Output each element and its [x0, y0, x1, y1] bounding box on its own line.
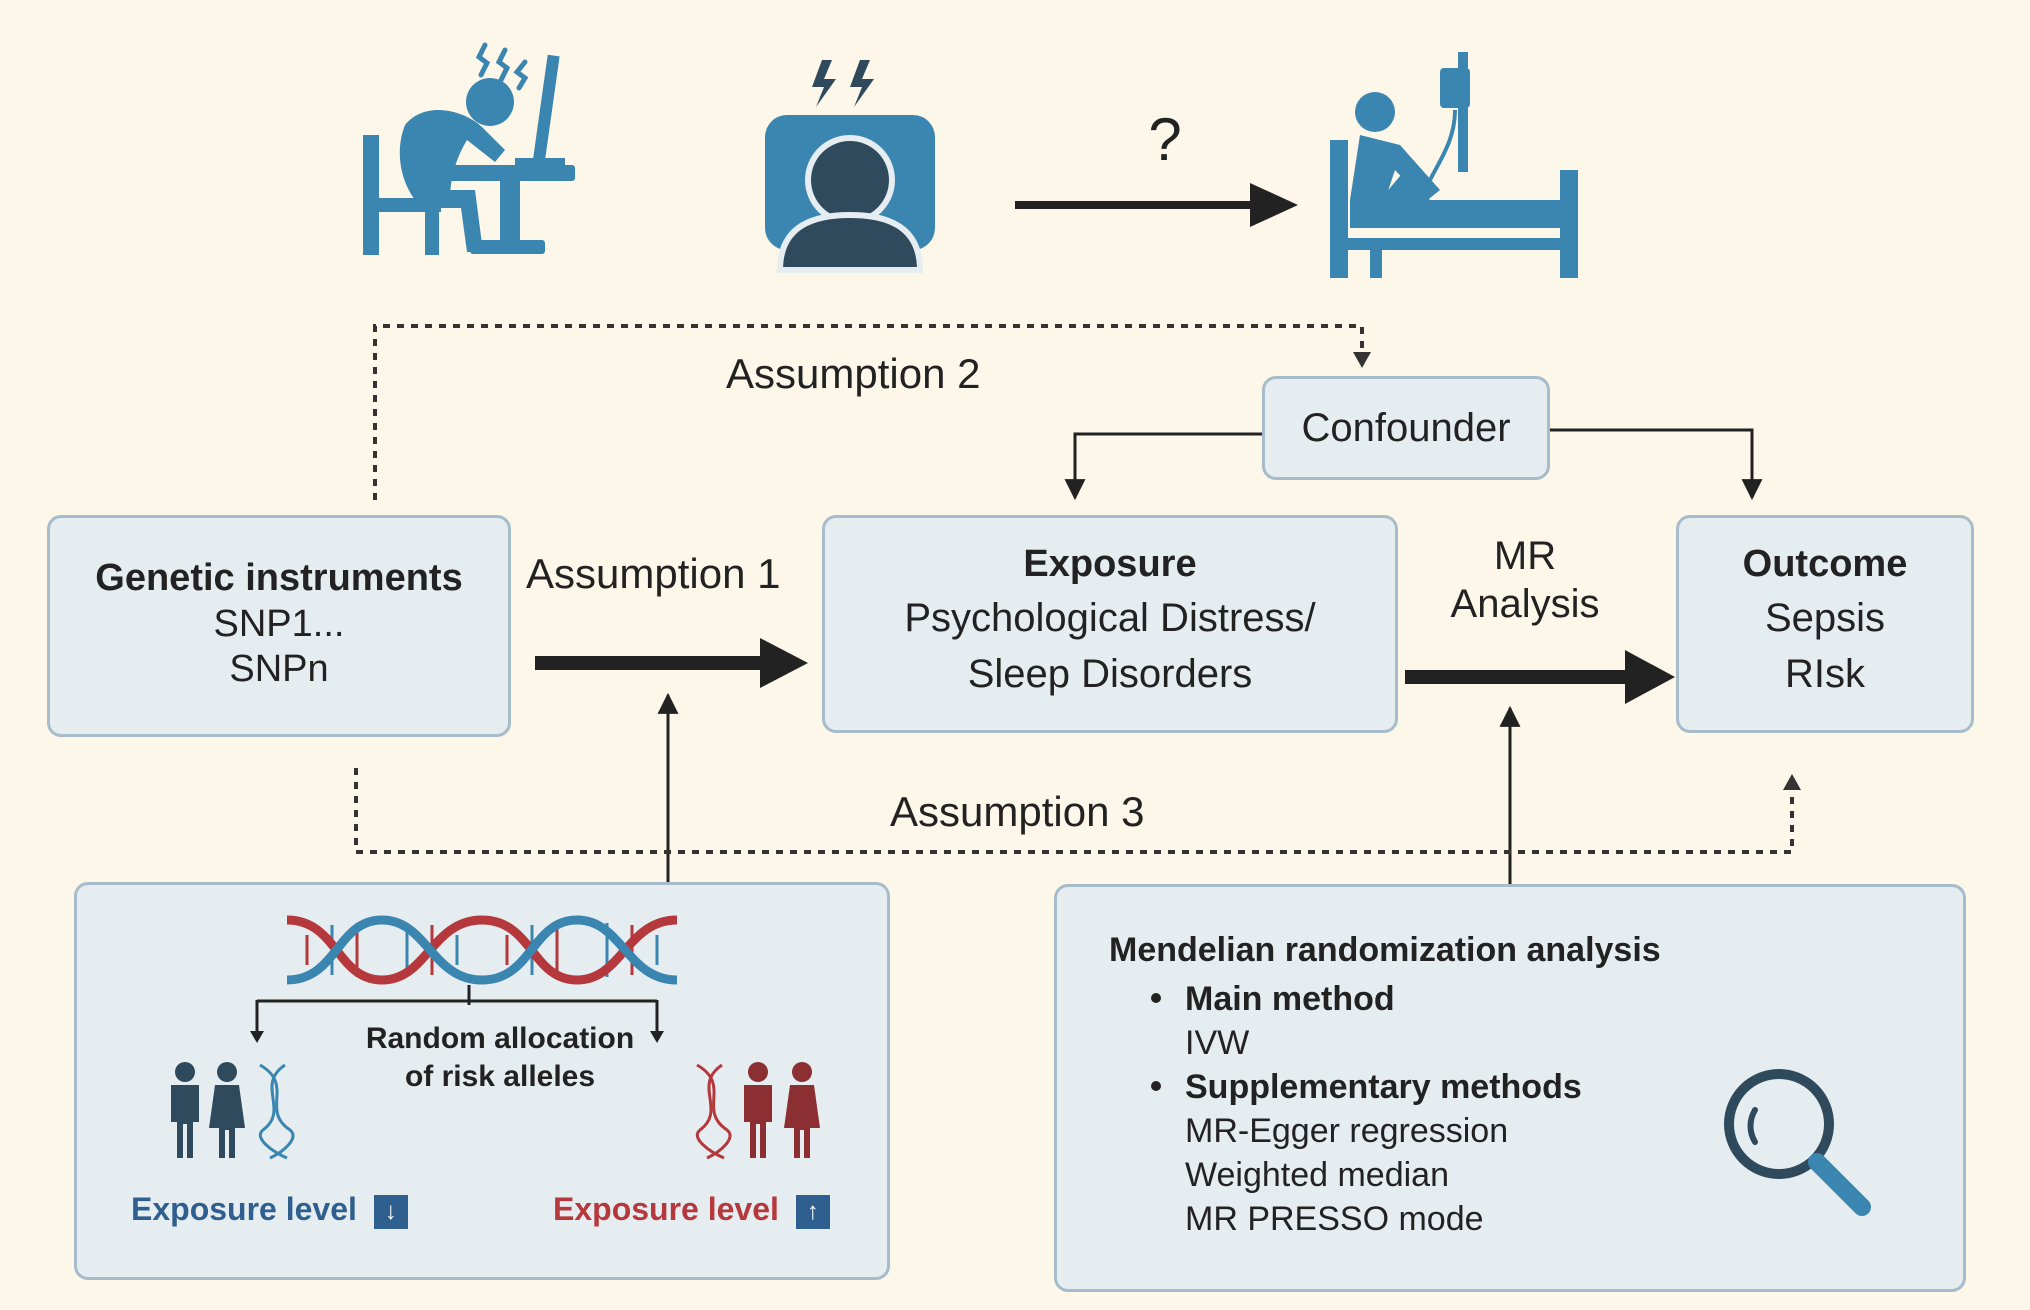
- supp-method-item-1: MR-Egger regression: [1185, 1112, 1509, 1150]
- assumption3-label: Assumption 3: [890, 788, 1145, 835]
- supp-method-heading-row: Supplementary methods: [1109, 1065, 1582, 1109]
- mr-analysis-line-1: MR: [1493, 534, 1557, 578]
- main-method-heading-row: Main method: [1109, 977, 1582, 1021]
- assumption1-label: Assumption 1: [526, 550, 781, 597]
- family-high-icon: [696, 1062, 820, 1160]
- outcome-line-1: Sepsis: [1764, 595, 1886, 640]
- assumption3-dotted-path: [354, 768, 1794, 854]
- exposure-title: Exposure: [1023, 543, 1197, 585]
- low-exposure-arrow-badge: ↓: [373, 1194, 408, 1229]
- high-exposure-label: Exposure level ↑: [553, 1191, 830, 1229]
- allocation-bracket: [250, 985, 664, 1043]
- random-allocation-box: Random allocation of risk alleles: [74, 882, 890, 1280]
- genetic-instrument-line-1: SNP1...: [213, 602, 345, 645]
- exposure-line-1: Psychological Distress/: [904, 595, 1316, 640]
- assumption2-dotted-path: [373, 324, 1364, 500]
- random-allocation-line-1: Random allocation: [365, 1022, 635, 1055]
- hospital-bed-patient-icon: [1330, 52, 1578, 278]
- dna-helix-icon: [287, 915, 677, 985]
- bullet-dot: [1151, 993, 1161, 1003]
- confounder-box: Confounder: [1262, 376, 1550, 480]
- random-allocation-line-2: of risk alleles: [404, 1059, 596, 1093]
- top-causal-arrow: [1015, 183, 1298, 227]
- bullet-dot: [1151, 1081, 1161, 1091]
- mr-analysis-arrow: [1405, 650, 1675, 704]
- confounder-to-outcome-arrow: [1548, 428, 1763, 501]
- exposure-line-2: Sleep Disorders: [967, 651, 1253, 696]
- assumption1-arrow: [535, 638, 808, 688]
- high-exposure-arrow-badge: ↑: [795, 1194, 830, 1229]
- mr-method-list: Main method IVW Supplementary methods MR…: [1109, 977, 1582, 1241]
- genetic-instruments-box: Genetic instruments SNP1... SNPn: [47, 515, 511, 737]
- supp-method-heading: Supplementary methods: [1185, 1068, 1582, 1106]
- low-exposure-text: Exposure level: [131, 1191, 357, 1227]
- genetic-instruments-title: Genetic instruments: [95, 557, 463, 599]
- main-method-heading: Main method: [1185, 980, 1395, 1018]
- mr-analysis-box: Mendelian randomization analysis Main me…: [1054, 884, 1966, 1292]
- high-exposure-text: Exposure level: [553, 1191, 779, 1227]
- mr-box-title: Mendelian randomization analysis: [1109, 931, 1661, 969]
- confounder-to-exposure-arrow: [1064, 432, 1262, 501]
- magnifier-icon: [1724, 1069, 1871, 1216]
- supp-method-item-2: Weighted median: [1185, 1156, 1449, 1194]
- main-method-item: IVW: [1185, 1024, 1250, 1062]
- outcome-box: Outcome Sepsis RIsk: [1676, 515, 1974, 733]
- question-mark: ?: [1148, 106, 1182, 173]
- stressed-person-at-desk-icon: [363, 42, 575, 255]
- mr-analysis-line-2: Analysis: [1450, 582, 1600, 626]
- head-stress-icon: [765, 60, 935, 273]
- low-exposure-label: Exposure level ↓: [131, 1191, 408, 1229]
- family-low-icon: [171, 1062, 295, 1160]
- assumption2-label: Assumption 2: [726, 350, 981, 397]
- confounder-label: Confounder: [1301, 406, 1511, 450]
- supp-method-item-3: MR PRESSO mode: [1185, 1200, 1484, 1238]
- genetic-instrument-line-2: SNPn: [229, 648, 329, 691]
- outcome-title: Outcome: [1742, 543, 1908, 585]
- mr-analysis-label: MR Analysis: [1430, 532, 1620, 628]
- exposure-box: Exposure Psychological Distress/ Sleep D…: [822, 515, 1398, 733]
- outcome-line-2: RIsk: [1785, 651, 1865, 696]
- random-allocation-text: Random allocation of risk alleles: [345, 1020, 655, 1095]
